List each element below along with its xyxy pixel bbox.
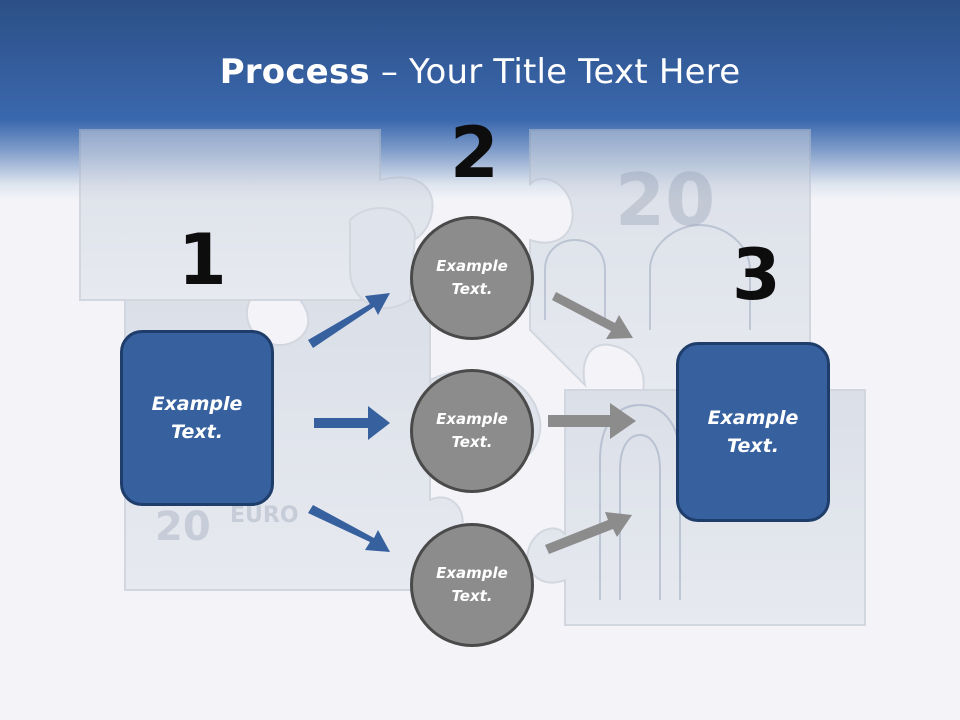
banknote-number-bottom: 20 [155, 504, 211, 550]
arrow-left-to-top [308, 293, 390, 348]
arrow-top-to-right [552, 292, 633, 339]
circle-middle-label: Example Text. [436, 409, 508, 451]
right-text-box: Example Text. [676, 342, 830, 522]
title-rest: – Your Title Text Here [369, 52, 741, 92]
step-number-2: 2 [450, 112, 499, 194]
title-bold: Process [219, 52, 370, 92]
step-number-3: 3 [732, 234, 781, 316]
circle-bottom: Example Text. [410, 523, 534, 647]
arrow-bottom-to-right [545, 512, 632, 554]
banknote-word: EURO [230, 503, 299, 528]
blue-arrows [308, 293, 390, 552]
left-text-box: Example Text. [120, 330, 274, 506]
slide-title: Process – Your Title Text Here [0, 52, 960, 92]
circle-middle: Example Text. [410, 369, 534, 493]
circle-bottom-label: Example Text. [436, 563, 508, 605]
left-box-label: Example Text. [151, 392, 243, 444]
step-number-1: 1 [178, 219, 227, 301]
arrow-left-to-bottom [308, 505, 390, 552]
banknote-number-top: 20 [615, 158, 715, 242]
arrow-middle-to-right [548, 403, 636, 439]
circle-top-label: Example Text. [436, 256, 508, 298]
arrow-left-to-middle [314, 406, 390, 440]
circle-top: Example Text. [410, 216, 534, 340]
right-box-label: Example Text. [707, 406, 799, 458]
gray-arrows [545, 292, 636, 554]
